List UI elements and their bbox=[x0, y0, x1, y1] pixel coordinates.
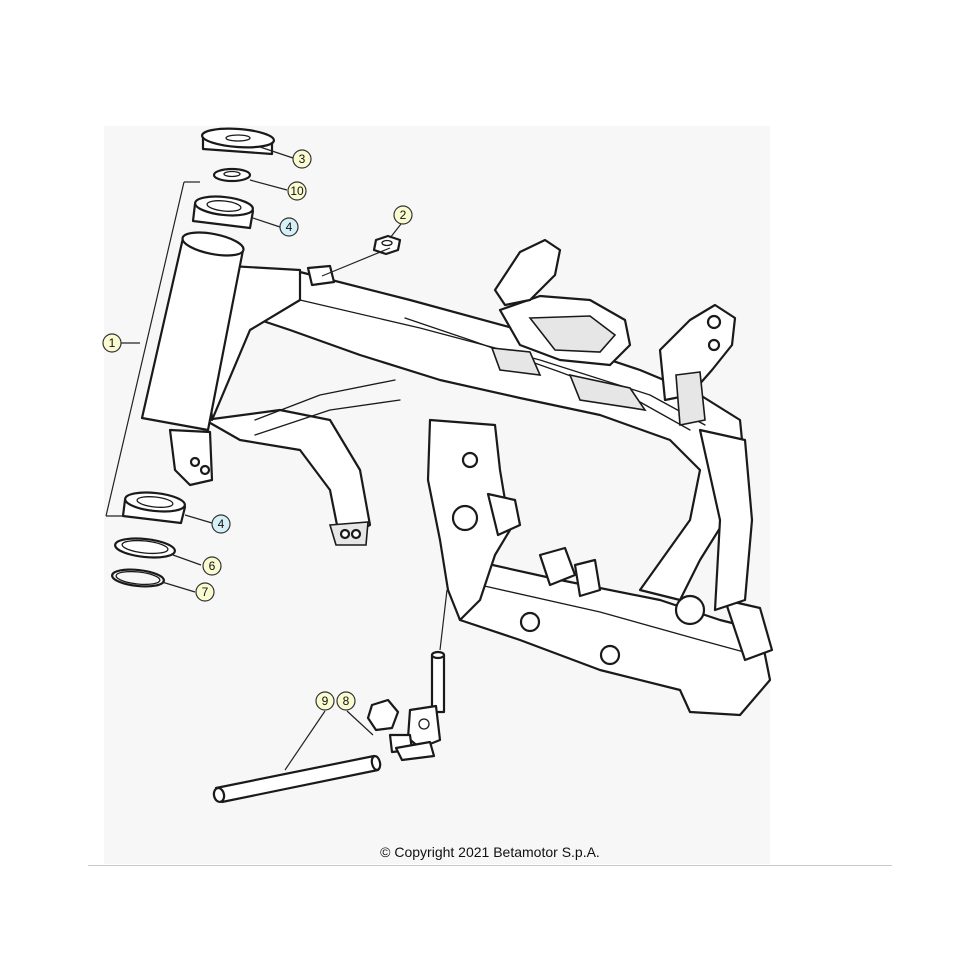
front-beam-hole bbox=[350, 528, 362, 540]
callout-10[interactable]: 10 bbox=[287, 181, 307, 201]
svg-text:8: 8 bbox=[343, 694, 350, 708]
rear-mount-hole bbox=[706, 314, 722, 330]
svg-text:7: 7 bbox=[202, 585, 209, 599]
frame-slot bbox=[490, 347, 542, 376]
svg-text:10: 10 bbox=[290, 184, 304, 198]
divider-line bbox=[88, 865, 892, 866]
front-beam-hole bbox=[339, 528, 351, 540]
svg-text:3: 3 bbox=[299, 152, 306, 166]
frame-rear-plate bbox=[723, 598, 774, 662]
svg-text:4: 4 bbox=[286, 220, 293, 234]
front-brace bbox=[254, 379, 396, 421]
part-9-rod bbox=[212, 754, 382, 804]
pivot-hole bbox=[519, 611, 541, 633]
lug-hole bbox=[189, 456, 201, 468]
part-8-lock-block bbox=[366, 698, 442, 762]
callout-4-lower[interactable]: 4 bbox=[211, 514, 231, 534]
callout-3[interactable]: 3 bbox=[292, 149, 312, 169]
engine-mount-lug bbox=[538, 546, 577, 587]
frame-upper-bracket bbox=[493, 238, 562, 307]
tank-mount-pad bbox=[528, 315, 617, 353]
rear-mount-hole bbox=[707, 338, 721, 352]
svg-text:6: 6 bbox=[209, 559, 216, 573]
svg-text:2: 2 bbox=[400, 208, 407, 222]
callout-7[interactable]: 7 bbox=[195, 582, 215, 602]
part-10-washer bbox=[212, 167, 252, 183]
callout-6[interactable]: 6 bbox=[202, 556, 222, 576]
lock-pin-vertical bbox=[430, 650, 446, 714]
engine-mount-plate bbox=[486, 492, 522, 537]
callout-9[interactable]: 9 bbox=[315, 691, 335, 711]
frame-rear-downtube bbox=[698, 428, 754, 612]
svg-text:9: 9 bbox=[322, 694, 329, 708]
callout-1[interactable]: 1 bbox=[102, 333, 122, 353]
loose-parts bbox=[111, 127, 446, 804]
front-brace bbox=[254, 399, 401, 436]
head-tube-top-opening bbox=[181, 231, 245, 257]
svg-text:4: 4 bbox=[218, 517, 225, 531]
engine-mount-hole bbox=[461, 451, 479, 469]
frame-slot bbox=[675, 371, 706, 426]
cradle-edge bbox=[479, 584, 756, 656]
callout-8[interactable]: 8 bbox=[336, 691, 356, 711]
callouts: 3 10 4 2 1 4 6 7 9 8 bbox=[102, 149, 413, 711]
part-7-oring bbox=[111, 568, 165, 588]
callout-4-upper[interactable]: 4 bbox=[279, 217, 299, 237]
pivot-hole bbox=[599, 644, 621, 666]
part-4-lower-bearing bbox=[121, 491, 187, 525]
frame-spar-crease bbox=[404, 317, 691, 431]
callout-2[interactable]: 2 bbox=[393, 205, 413, 225]
lug-hole bbox=[199, 464, 211, 476]
swingarm-pivot bbox=[674, 594, 706, 626]
frame-lower-cradle bbox=[448, 558, 772, 717]
engine-mount-hole bbox=[451, 504, 479, 532]
part-4-upper-bearing bbox=[191, 195, 255, 230]
top-mount-tab bbox=[306, 264, 336, 287]
part-3-top-cap bbox=[200, 127, 276, 156]
part-6-seal bbox=[114, 537, 176, 559]
leader-lines bbox=[105, 146, 448, 771]
part-2-nut bbox=[372, 234, 402, 256]
engine-mount-lug bbox=[573, 558, 602, 598]
motorcycle-frame bbox=[140, 231, 774, 717]
copyright-notice: © Copyright 2021 Betamotor S.p.A. bbox=[380, 844, 600, 860]
svg-text:1: 1 bbox=[109, 336, 116, 350]
frame-slot bbox=[568, 373, 647, 412]
